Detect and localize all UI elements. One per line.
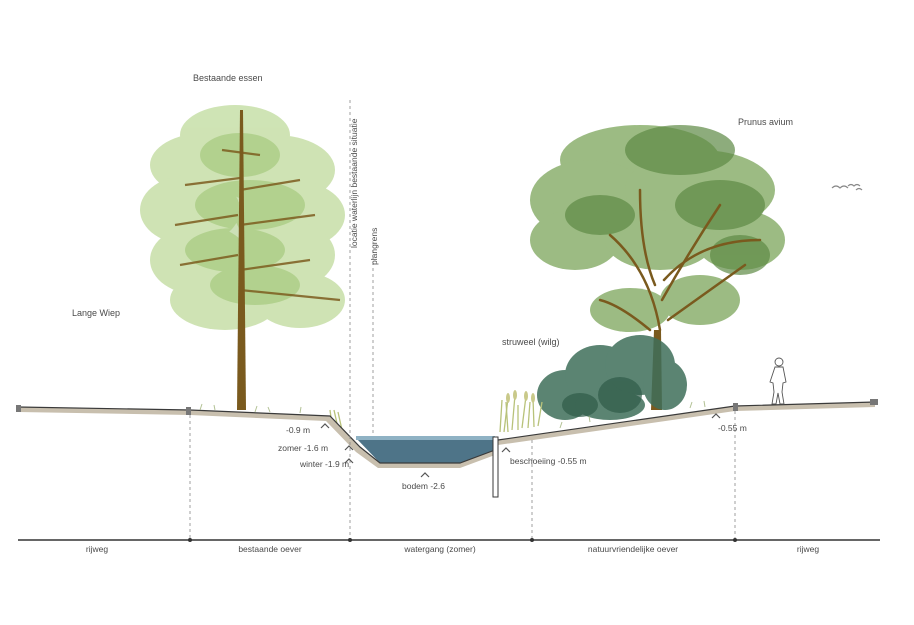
- label-lange-wiep: Lange Wiep: [72, 308, 120, 318]
- shrubs: [537, 335, 687, 420]
- level-winter: winter -1.9 m: [299, 459, 349, 469]
- label-prunus-avium: Prunus avium: [738, 117, 793, 127]
- birds-icon: [831, 183, 863, 191]
- reeds: [329, 394, 543, 433]
- label-bestaande-essen: Bestaande essen: [193, 73, 263, 83]
- label-struweel: struweel (wilg): [502, 337, 560, 347]
- segment-bar: [18, 538, 880, 542]
- reed-heads: [506, 390, 535, 403]
- segment-watergang: watergang (zomer): [403, 544, 476, 554]
- level-zomer: zomer -1.6 m: [278, 443, 328, 453]
- ground-profile: [16, 399, 878, 498]
- segment-bestaande-oever: bestaande oever: [238, 544, 301, 554]
- segment-rijweg-left: rijweg: [86, 544, 108, 554]
- right-tree: [530, 125, 785, 410]
- segment-natuurvriendelijke-oever: natuurvriendelijke oever: [588, 544, 678, 554]
- left-tree: [140, 105, 345, 410]
- level-markers: [320, 413, 721, 478]
- person-icon: [769, 357, 787, 405]
- segment-rijweg-right: rijweg: [797, 544, 819, 554]
- guide-lines: [189, 100, 736, 540]
- level-bodem: bodem -2.6: [402, 481, 445, 491]
- label-waterline-existing: locatie waterlijn bestaande situatie: [349, 118, 359, 248]
- level-minus-055: -0.55 m: [718, 423, 747, 433]
- level-beschoeiing: beschoeiing -0.55 m: [510, 456, 587, 466]
- level-minus-09: -0.9 m: [286, 425, 310, 435]
- label-plangrens: plangrens: [369, 228, 379, 265]
